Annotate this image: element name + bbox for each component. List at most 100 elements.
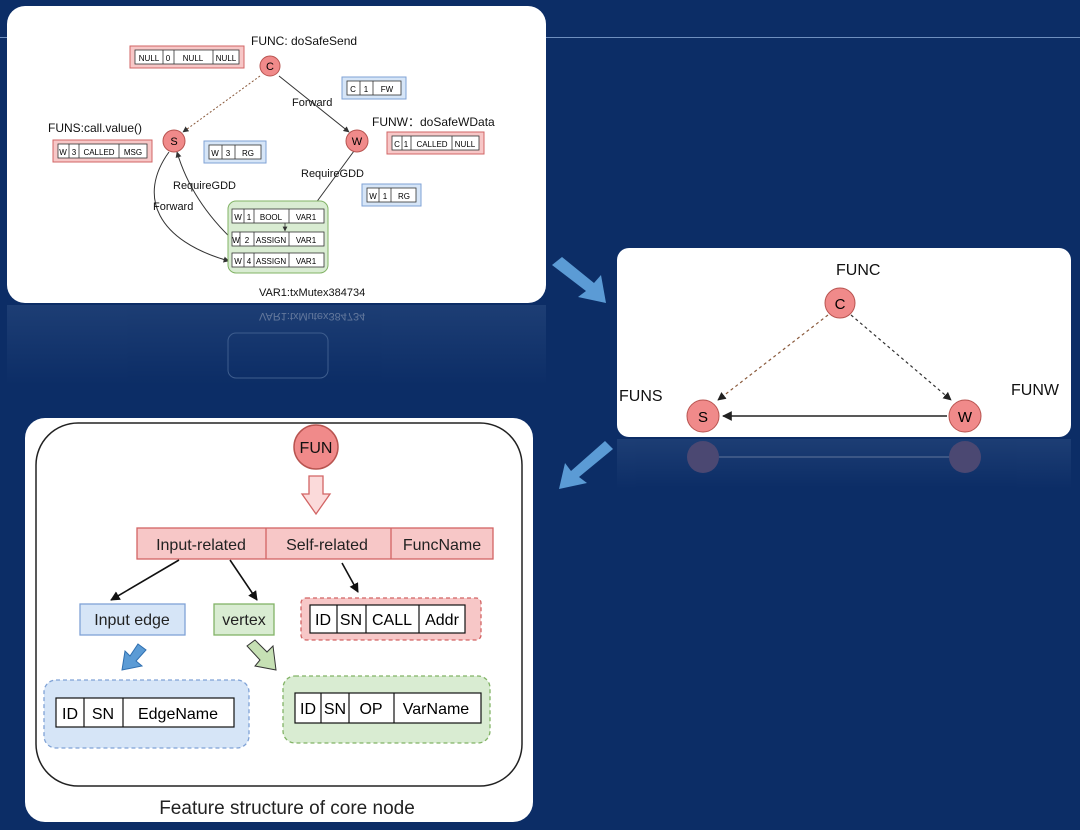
svg-text:W: W: [59, 148, 67, 157]
var-row: W 1 BOOL VAR1: [231, 208, 325, 224]
svg-text:NULL: NULL: [183, 54, 204, 63]
svg-text:CALL: CALL: [372, 612, 412, 629]
svg-text:Input edge: Input edge: [94, 612, 170, 629]
svg-text:1: 1: [364, 85, 369, 94]
svg-text:W: W: [958, 409, 973, 426]
svg-text:OP: OP: [359, 701, 382, 718]
svg-text:W: W: [234, 213, 242, 222]
svg-text:CALLED: CALLED: [83, 148, 114, 157]
svg-text:vertex: vertex: [222, 612, 266, 629]
edge-label-forward-s: Forward: [153, 201, 193, 213]
vertex-box: vertex: [213, 603, 275, 636]
svg-text:S: S: [698, 409, 708, 426]
edge-label-requiregdd-s: RequireGDD: [173, 180, 236, 192]
svg-text:1: 1: [247, 213, 252, 222]
svg-text:VAR1: VAR1: [296, 236, 317, 245]
svg-text:RG: RG: [398, 192, 410, 201]
caption: Feature structure of core node: [159, 798, 415, 819]
funs-label: FUNS: [619, 388, 663, 405]
svg-text:MSG: MSG: [124, 148, 142, 157]
svg-text:W: W: [234, 257, 242, 266]
var-row: W 4 ASSIGN VAR1: [231, 252, 325, 268]
svg-text:C: C: [835, 296, 846, 313]
funw-label: FUNW: [1011, 382, 1060, 399]
edge-feature-box: ID SN EdgeName: [43, 679, 250, 749]
svg-text:VAR1:txMutex384734: VAR1:txMutex384734: [259, 310, 365, 322]
funs-label: FUNS:call.value(): [48, 121, 142, 135]
edge-c-w: [850, 314, 952, 401]
code-graph-panel: FUNC: doSafeSend FUNS:call.value() FUNW：…: [7, 6, 546, 303]
funw-label: FUNW：doSafeWData: [372, 115, 495, 129]
attr-box-s: W 3 CALLED MSG: [52, 139, 153, 163]
svg-text:3: 3: [72, 148, 77, 157]
arrow-to-vertex: [229, 559, 258, 601]
var-group-box: W 1 BOOL VAR1 W 2 ASSIGN VAR1 W 4 ASSIGN…: [227, 200, 329, 274]
edge-label-requiregdd-w: RequireGDD: [301, 168, 364, 180]
svg-text:RG: RG: [242, 149, 254, 158]
svg-text:0: 0: [166, 54, 171, 63]
node-s: S: [162, 129, 186, 153]
edge-c-s: [182, 75, 261, 133]
svg-text:4: 4: [247, 257, 252, 266]
node-w: W: [345, 129, 369, 153]
svg-text:3: 3: [226, 149, 231, 158]
svg-text:W: W: [352, 136, 363, 148]
node-w: W: [948, 399, 982, 433]
svg-text:ASSIGN: ASSIGN: [256, 236, 286, 245]
abstract-graph-reflection: [617, 439, 1071, 489]
svg-text:W: W: [232, 236, 240, 245]
svg-text:FUN: FUN: [300, 440, 333, 457]
header-row: Input-related Self-related FuncName: [136, 527, 494, 560]
attr-box-c: NULL 0 NULL NULL: [129, 45, 245, 69]
svg-text:C: C: [350, 85, 356, 94]
var-label: VAR1:txMutex384734: [259, 287, 365, 299]
svg-text:SN: SN: [324, 701, 346, 718]
edge-c-s: [717, 314, 829, 401]
funcname-cell: FuncName: [403, 537, 481, 554]
blue-down-arrow-icon: [121, 643, 147, 671]
svg-text:2: 2: [245, 236, 250, 245]
svg-text:S: S: [170, 136, 177, 148]
input-related-cell: Input-related: [156, 537, 246, 554]
fun-node: FUN: [293, 424, 339, 470]
abstract-graph-panel: FUNC FUNS FUNW C S W: [617, 248, 1071, 437]
attr-box-fw: C 1 FW: [341, 76, 407, 100]
svg-text:W: W: [369, 192, 377, 201]
edge-var-s: [175, 151, 236, 243]
node-s: S: [686, 399, 720, 433]
svg-text:Addr: Addr: [425, 612, 459, 629]
svg-text:ID: ID: [62, 706, 78, 723]
svg-text:SN: SN: [92, 706, 114, 723]
edge-s-var: [153, 151, 230, 263]
code-graph-reflection: VAR1:txMutex384734: [7, 305, 546, 385]
green-down-arrow-icon: [246, 639, 277, 671]
attr-box-rg-s: W 3 RG: [203, 140, 267, 164]
func-label: FUNC: doSafeSend: [251, 34, 357, 48]
svg-text:ID: ID: [315, 612, 331, 629]
vertex-feature-box: ID SN OP VarName: [282, 675, 491, 744]
edge-label-forward-cw: Forward: [292, 97, 332, 109]
feature-structure-panel: FUN Input-related Self-related FuncName …: [25, 418, 533, 822]
arrow-panel2-to-panel3: [559, 441, 613, 489]
arrow-panel1-to-panel2: [552, 257, 606, 303]
svg-text:VAR1: VAR1: [296, 213, 317, 222]
func-label: FUNC: [836, 262, 880, 279]
feature-structure-svg: FUN Input-related Self-related FuncName …: [35, 422, 523, 819]
input-edge-box: Input edge: [79, 603, 186, 636]
svg-text:ASSIGN: ASSIGN: [256, 257, 286, 266]
svg-text:NULL: NULL: [139, 54, 160, 63]
inner-frame: [35, 422, 523, 787]
svg-text:BOOL: BOOL: [260, 213, 283, 222]
node-c: C: [824, 287, 856, 319]
svg-text:CALLED: CALLED: [416, 140, 447, 149]
svg-text:VAR1: VAR1: [296, 257, 317, 266]
svg-text:W: W: [211, 149, 219, 158]
svg-text:ID: ID: [300, 701, 316, 718]
call-feature-box: ID SN CALL Addr: [300, 597, 482, 641]
edge-c-w: [278, 75, 350, 133]
svg-text:1: 1: [383, 192, 388, 201]
svg-text:FW: FW: [381, 85, 394, 94]
svg-text:NULL: NULL: [216, 54, 237, 63]
svg-text:EdgeName: EdgeName: [138, 706, 218, 723]
attr-box-w: C 1 CALLED NULL: [386, 131, 485, 155]
